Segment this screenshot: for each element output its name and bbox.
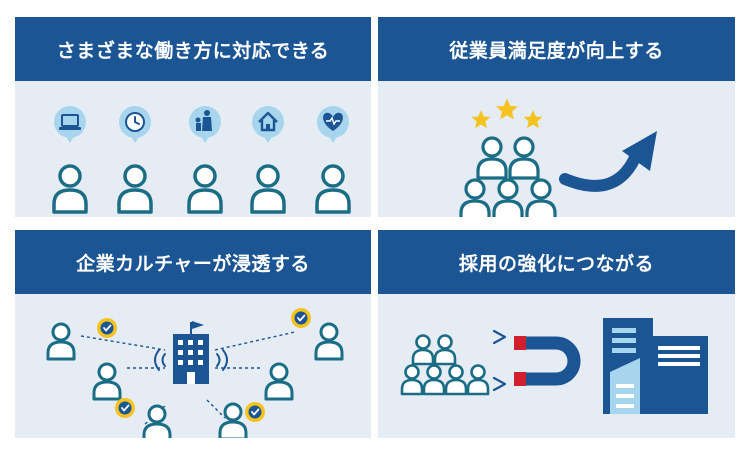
person-icon <box>508 136 540 180</box>
star-icon <box>471 110 491 129</box>
clock-icon <box>119 106 151 143</box>
person-icon <box>92 362 122 401</box>
laptop-icon <box>54 106 86 143</box>
person-icon <box>411 334 435 366</box>
panel-title: さまざまな働き方に対応できる <box>15 17 371 81</box>
person-icon <box>264 362 294 401</box>
panel-title: 採用の強化につながる <box>378 230 735 294</box>
office-buildings-icon <box>603 318 708 414</box>
panel-title: 従業員満足度が向上する <box>378 17 735 81</box>
attraction-marks <box>492 329 507 392</box>
panel-title: 企業カルチャーが浸透する <box>15 230 371 294</box>
person-icon <box>433 334 457 366</box>
person-icon <box>476 136 508 180</box>
person-icon <box>117 164 153 214</box>
person-icon <box>459 178 491 217</box>
person-icon <box>525 178 557 217</box>
magnet-icon <box>514 336 581 386</box>
star-icon <box>523 110 543 129</box>
person-icon <box>400 364 424 396</box>
person-icon <box>187 164 223 214</box>
panel-work-styles: さまざまな働き方に対応できる <box>15 17 371 217</box>
check-badge-icon <box>114 397 136 419</box>
office-building-icon <box>154 321 228 384</box>
person-icon <box>314 322 344 361</box>
person-icon <box>444 364 468 396</box>
star-icon <box>496 98 518 120</box>
person-icon <box>250 164 286 214</box>
panel-recruitment: 採用の強化につながる <box>378 230 735 438</box>
check-badge-icon <box>290 307 312 329</box>
panel-satisfaction: 従業員満足度が向上する <box>378 17 735 217</box>
person-icon <box>422 364 446 396</box>
work-styles-illustration <box>52 106 351 214</box>
growth-arrow-icon <box>559 131 657 192</box>
heart-pulse-icon <box>317 106 349 143</box>
person-icon <box>492 178 524 217</box>
satisfaction-illustration <box>459 98 657 217</box>
person-icon <box>142 404 172 438</box>
culture-illustration <box>46 307 344 438</box>
person-icon <box>218 402 248 438</box>
person-icon <box>466 364 490 396</box>
person-icon <box>46 322 76 361</box>
panel-culture: 企業カルチャーが浸透する <box>15 230 371 438</box>
check-badge-icon <box>96 317 118 339</box>
check-badge-icon <box>244 401 266 423</box>
recruitment-illustration <box>400 318 708 414</box>
childcare-icon <box>189 106 221 143</box>
person-icon <box>315 164 351 214</box>
home-icon <box>252 106 284 143</box>
person-icon <box>52 164 88 214</box>
